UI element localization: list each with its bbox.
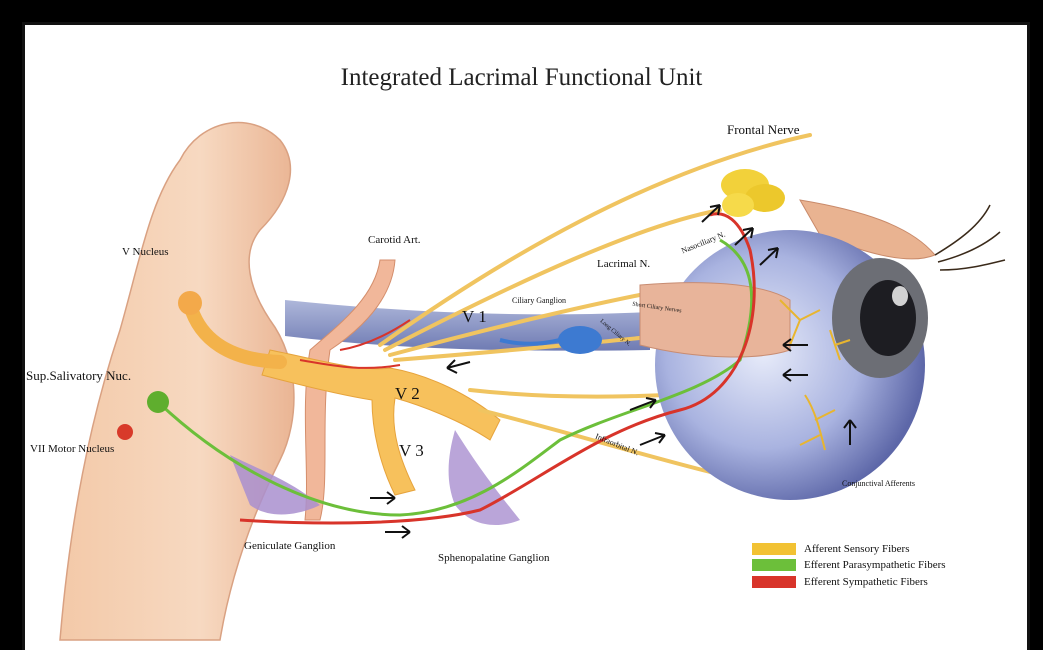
legend-label-sympathetic: Efferent Sympathetic Fibers [804, 576, 928, 588]
legend-item-afferent: Afferent Sensory Fibers [752, 542, 910, 556]
legend-swatch-afferent [752, 543, 796, 555]
label-v3: V 3 [399, 441, 424, 461]
legend-swatch-sympathetic [752, 576, 796, 588]
label-sphenopalatine: Sphenopalatine Ganglion [438, 552, 550, 564]
label-v-nucleus: V Nucleus [122, 246, 169, 258]
legend-swatch-parasympathetic [752, 559, 796, 571]
label-ciliary-ganglion: Ciliary Ganglion [512, 296, 566, 305]
label-carotid: Carotid Art. [368, 234, 421, 246]
legend-item-sympathetic: Efferent Sympathetic Fibers [752, 575, 928, 589]
eye-muscle [640, 283, 790, 357]
label-v2: V 2 [395, 384, 420, 404]
label-conjunctival: Conjunctival Afferents [842, 479, 915, 488]
label-lacrimal-n: Lacrimal N. [597, 258, 650, 270]
sup-salivatory-nucleus [147, 391, 169, 413]
vii-motor-nucleus [117, 424, 133, 440]
legend-item-parasympathetic: Efferent Parasympathetic Fibers [752, 558, 946, 572]
label-sup-salivatory: Sup.Salivatory Nuc. [26, 368, 131, 384]
eyelashes [935, 205, 1005, 270]
legend-label-afferent: Afferent Sensory Fibers [804, 543, 910, 555]
label-geniculate: Geniculate Ganglion [244, 540, 335, 552]
label-vii-motor: VII Motor Nucleus [30, 443, 114, 455]
ciliary-ganglion-shape [558, 326, 602, 354]
pupil [860, 280, 916, 356]
label-frontal-nerve: Frontal Nerve [727, 122, 800, 138]
diagram-title: Integrated Lacrimal Functional Unit [0, 64, 1043, 92]
v-nucleus-bulb [178, 291, 202, 315]
lacrimal-gland [721, 169, 785, 217]
label-v1: V 1 [462, 307, 487, 327]
legend-label-parasympathetic: Efferent Parasympathetic Fibers [804, 559, 946, 571]
